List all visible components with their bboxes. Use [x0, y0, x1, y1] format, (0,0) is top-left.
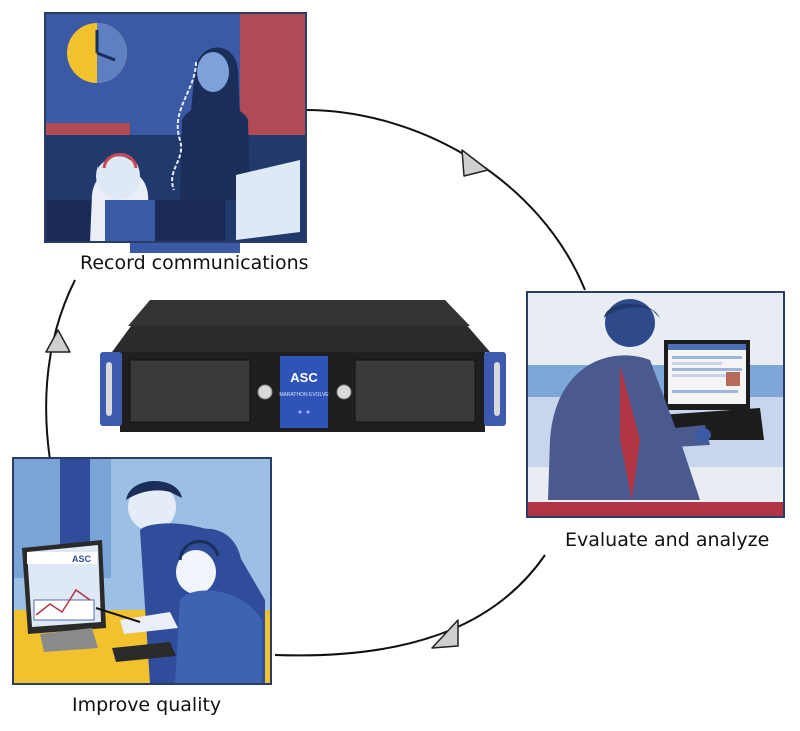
screen-logo-text: ASC [72, 554, 92, 564]
caption-record-communications: Record communications [80, 252, 309, 274]
indicator-light [306, 410, 310, 414]
keyboard [112, 642, 176, 662]
agent-figure [90, 146, 155, 242]
desk-monitor [236, 160, 300, 240]
caption-evaluate-and-analyze: Evaluate and analyze [565, 529, 770, 551]
lock-icon [336, 384, 352, 400]
caption-improve-quality: Improve quality [72, 694, 222, 716]
improve-panel: ASC [12, 457, 272, 685]
monitor-icon [664, 340, 750, 410]
arc-improve-to-record [45, 279, 76, 461]
lock-icon [257, 384, 273, 400]
supervisor-figure [171, 47, 250, 200]
appliance-model-text: MARATHON EVOLVE [279, 392, 329, 398]
evaluate-panel [526, 291, 785, 518]
headset-icon [178, 539, 220, 561]
cycle-arrows [45, 149, 489, 649]
analyst-figure [548, 299, 711, 500]
clock-icon [58, 18, 130, 90]
headset-icon [102, 153, 138, 169]
arc-evaluate-to-improve [274, 554, 546, 657]
vent-left [129, 359, 251, 423]
arrow-to-improve [431, 619, 459, 649]
server-appliance-icon: ASC MARATHON EVOLVE [100, 300, 506, 432]
indicator-light [298, 410, 302, 414]
vent-right [354, 359, 476, 423]
agent-figure [95, 528, 262, 684]
appliance-brand-text: ASC [290, 370, 318, 385]
arc-record-to-evaluate [304, 109, 586, 291]
arrow-to-record [45, 329, 71, 353]
arrow-to-evaluate [461, 149, 489, 177]
monitor-icon: ASC [22, 540, 106, 652]
telephone-icon [171, 61, 197, 191]
record-panel [44, 12, 307, 253]
